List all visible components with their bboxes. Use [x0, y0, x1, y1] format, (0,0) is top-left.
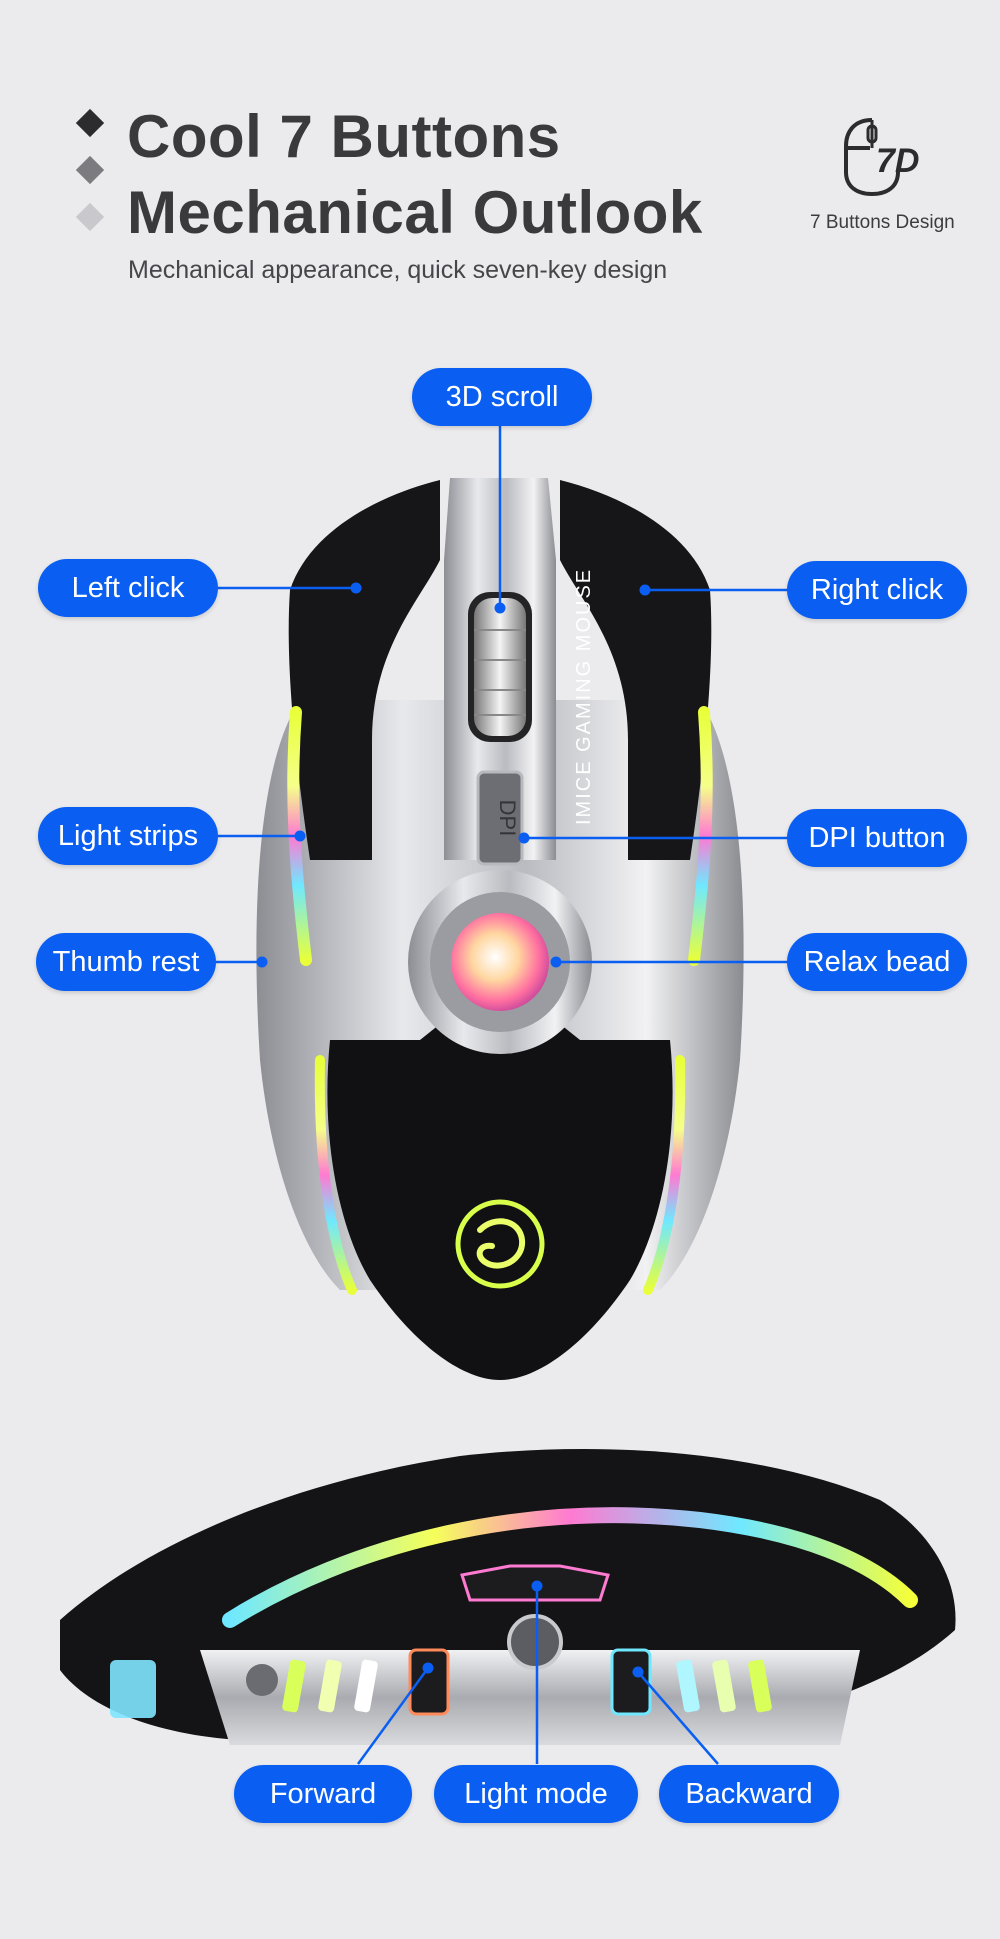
mouse-7d-icon: 7D — [844, 118, 919, 197]
callout-light-mode: Light mode — [434, 1765, 638, 1823]
callout-relax-bead: Relax bead — [787, 933, 967, 991]
callout-dpi-button: DPI button — [787, 809, 967, 867]
callout-left-click: Left click — [38, 559, 218, 617]
subtitle: Mechanical appearance, quick seven-key d… — [128, 256, 668, 284]
badge-caption: 7 Buttons Design — [810, 212, 955, 233]
callout-3d-scroll: 3D scroll — [412, 368, 592, 426]
callout-thumb-rest: Thumb rest — [36, 933, 216, 991]
title-line-2: Mechanical Outlook — [127, 179, 703, 246]
callout-right-click: Right click — [787, 561, 967, 619]
badge-icon-text: 7D — [876, 142, 919, 180]
callout-light-strips: Light strips — [38, 807, 218, 865]
callout-forward: Forward — [234, 1765, 412, 1823]
callout-backward: Backward — [659, 1765, 839, 1823]
title-line-1: Cool 7 Buttons — [127, 103, 561, 170]
mouse-side-text: IMICE GAMING MOUSE — [573, 568, 595, 825]
dpi-label: DPI — [495, 800, 520, 837]
